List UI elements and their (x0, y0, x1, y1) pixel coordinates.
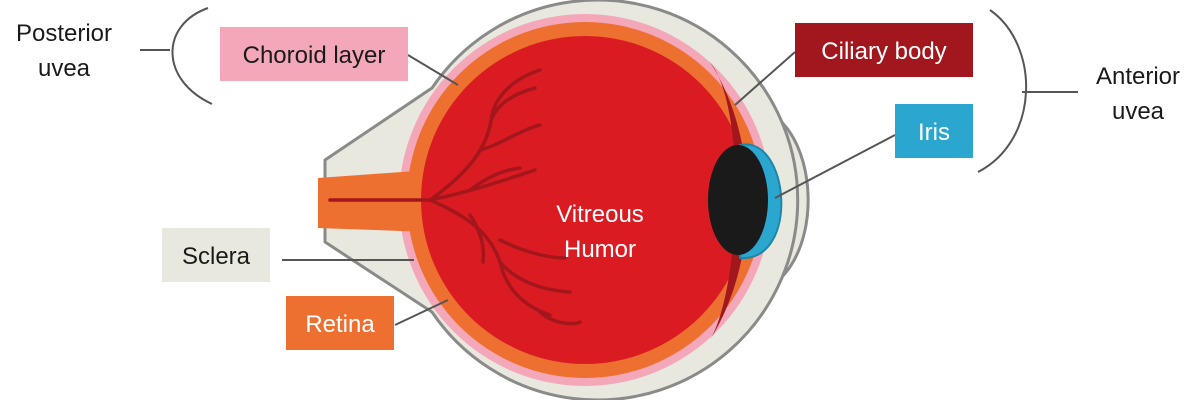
retina-label-text: Retina (305, 311, 375, 338)
sclera-label-text: Sclera (182, 243, 251, 270)
ciliary-label-text: Ciliary body (821, 38, 946, 65)
choroid-label: Choroid layer (220, 27, 408, 81)
posterior-uvea-line-2: uvea (38, 55, 91, 82)
pupil-shape (708, 145, 768, 255)
retina-label: Retina (286, 296, 394, 350)
anterior-uvea-brace (978, 10, 1078, 172)
posterior-uvea-line-1: Posterior (16, 20, 112, 47)
sclera-label: Sclera (162, 228, 270, 282)
vitreous-label-line-2: Humor (564, 236, 636, 263)
vitreous-body (421, 36, 749, 364)
iris-label: Iris (895, 104, 973, 158)
anterior-uvea-line-2: uvea (1112, 98, 1165, 125)
anterior-uvea-line-1: Anterior (1096, 63, 1180, 90)
vitreous-label-line-1: Vitreous (556, 201, 644, 228)
iris-label-text: Iris (918, 119, 950, 146)
posterior-uvea-brace (140, 8, 212, 104)
choroid-label-text: Choroid layer (243, 42, 386, 69)
ciliary-label: Ciliary body (795, 23, 973, 77)
